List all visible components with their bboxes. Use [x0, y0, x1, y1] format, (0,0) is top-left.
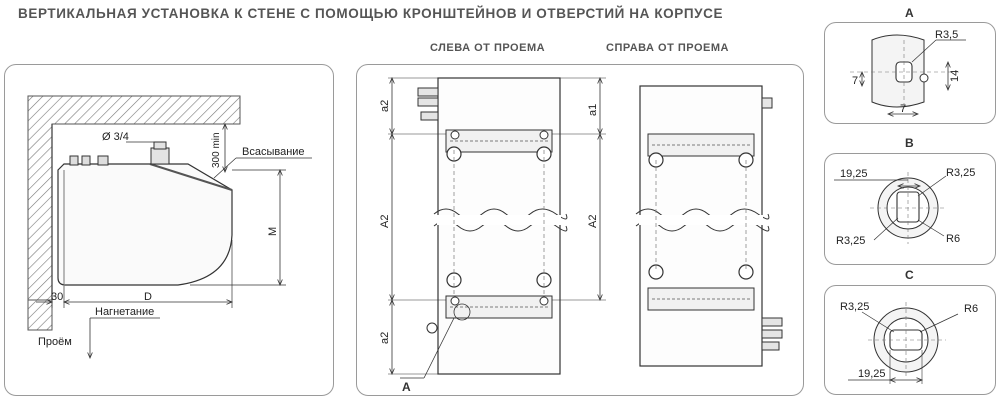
detail-b-radius-r6: R6 [946, 233, 960, 245]
detail-b-title: B [905, 136, 914, 150]
left-view-title: СЛЕВА ОТ ПРОЕМА [430, 42, 546, 54]
dim-a2-top: a2 [379, 100, 391, 112]
discharge-label: Нагнетание [95, 306, 154, 318]
detail-a-dim-7-vertical: 7 [852, 75, 858, 87]
left-front-view: a2 A2 a2 a1 A2 A [379, 78, 606, 394]
detail-a-radius: R3,5 [935, 29, 958, 41]
detail-c-radius: R3,25 [840, 301, 869, 313]
dim-d-label: D [144, 291, 152, 303]
detail-c-dim-19-25: 19,25 [858, 368, 886, 380]
page-title: ВЕРТИКАЛЬНАЯ УСТАНОВКА К СТЕНЕ С ПОМОЩЬЮ… [18, 6, 724, 21]
heater-body [57, 163, 233, 286]
detail-b: B 19,25 R3,25 R3,25 R6 [834, 136, 975, 247]
dim-a1: a1 [587, 104, 599, 116]
detail-b-radius-bottom: R3,25 [836, 235, 865, 247]
detail-b-dim-19-25: 19,25 [840, 168, 868, 180]
dim-a2-bottom: a2 [379, 332, 391, 344]
right-front-view [635, 85, 783, 367]
detail-a-title: A [905, 6, 914, 20]
clearance-label: 300 min [211, 132, 222, 168]
side-view: 300 min Ø 3/4 Всасывание M 30 D Нагнетан… [27, 95, 312, 358]
dim-30-label: 30 [51, 291, 63, 303]
pipe-size-label: Ø 3/4 [102, 131, 129, 143]
detail-c-title: C [905, 268, 914, 282]
detail-a-dim-7-horizontal: 7 [900, 103, 906, 115]
right-view-title: СПРАВА ОТ ПРОЕМА [606, 42, 729, 54]
detail-c: C R3,25 R6 19,25 [840, 268, 978, 384]
dim-A2-left: A2 [379, 215, 391, 228]
opening-label: Проём [38, 336, 72, 348]
detail-a: A R3,5 7 14 7 [850, 6, 966, 115]
callout-a-label: A [402, 380, 411, 394]
detail-a-dim-14: 14 [949, 70, 961, 82]
detail-b-radius-top: R3,25 [946, 167, 975, 179]
detail-c-radius-r6: R6 [964, 303, 978, 315]
suction-label: Всасывание [242, 146, 305, 158]
dim-m-label: M [267, 227, 279, 236]
dim-A2-right: A2 [587, 215, 599, 228]
